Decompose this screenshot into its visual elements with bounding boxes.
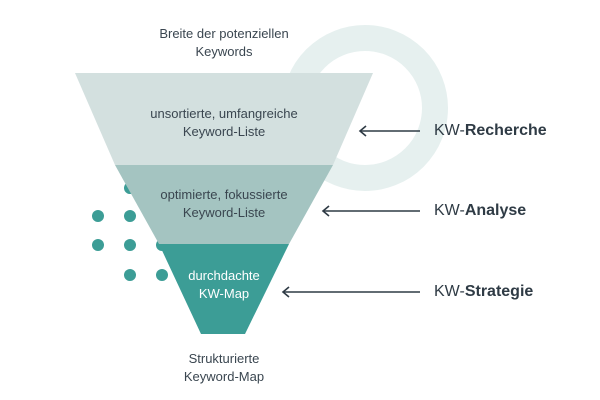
bottom-caption: Strukturierte Keyword-Map xyxy=(124,350,324,386)
arrow-recherche xyxy=(358,125,420,137)
arrow-analyse xyxy=(321,205,420,217)
funnel-segment-bottom-line1: durchdachte xyxy=(188,268,260,283)
stage-prefix: KW- xyxy=(434,283,465,300)
stage-label-analyse: KW-Analyse xyxy=(434,201,526,221)
dot xyxy=(124,269,136,281)
funnel-segment-top xyxy=(75,73,373,165)
funnel-segment-top-label: unsortierte, umfangreiche Keyword-Liste xyxy=(124,105,324,141)
funnel-segment-middle-line2: Keyword-Liste xyxy=(182,205,266,220)
funnel-segment-top-line1: unsortierte, umfangreiche xyxy=(150,106,298,121)
top-caption-line2: Keywords xyxy=(195,44,253,59)
stage-label-strategie: KW-Strategie xyxy=(434,282,533,302)
stage-label-recherche: KW-Recherche xyxy=(434,121,547,141)
bottom-caption-line1: Strukturierte xyxy=(188,351,260,366)
funnel-segment-bottom-label: durchdachte KW-Map xyxy=(124,267,324,303)
stage-prefix: KW- xyxy=(434,122,465,139)
dot xyxy=(92,210,104,222)
stage-name: Recherche xyxy=(464,122,547,139)
funnel-segment-top-line2: Keyword-Liste xyxy=(182,124,266,139)
funnel-segment-bottom-line2: KW-Map xyxy=(198,286,250,301)
stage-prefix: KW- xyxy=(434,202,465,219)
stage-name: Strategie xyxy=(464,283,534,300)
arrow-strategie xyxy=(281,286,420,298)
top-caption: Breite der potenziellen Keywords xyxy=(124,25,324,61)
funnel-segment-middle xyxy=(115,165,333,244)
dot xyxy=(156,269,168,281)
dot xyxy=(92,239,104,251)
stage-name: Analyse xyxy=(464,202,527,219)
bottom-caption-line2: Keyword-Map xyxy=(183,369,265,384)
funnel-segment-bottom xyxy=(159,244,289,334)
dot xyxy=(124,210,136,222)
funnel-segment-middle-label: optimierte, fokussierte Keyword-Liste xyxy=(124,186,324,222)
dot xyxy=(124,239,136,251)
funnel-segment-middle-line1: optimierte, fokussierte xyxy=(160,187,288,202)
top-caption-line1: Breite der potenziellen xyxy=(159,26,289,41)
